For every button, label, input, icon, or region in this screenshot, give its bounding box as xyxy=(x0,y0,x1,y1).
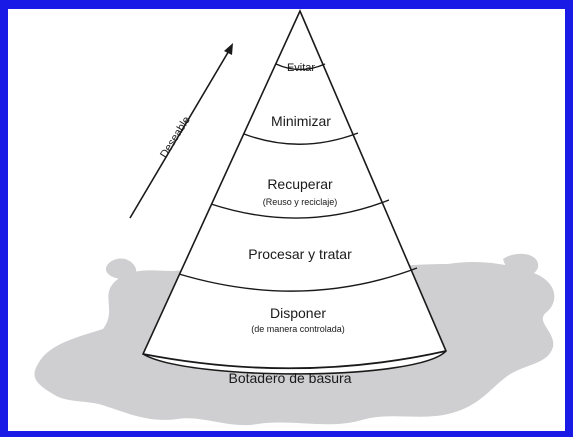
level-separator-1 xyxy=(275,63,326,71)
desirability-arrow xyxy=(129,43,233,219)
arrow-head-icon xyxy=(224,43,233,55)
level-label-evitar: Evitar xyxy=(287,62,315,74)
cone-base-curve xyxy=(142,350,447,370)
puddle-splash-right xyxy=(503,253,539,277)
puddle-splash-left xyxy=(105,258,137,279)
level-separator-3 xyxy=(210,199,390,219)
diagram-canvas: Evitar Minimizar Recuperar (Reuso y reci… xyxy=(8,9,565,431)
level-sublabel-disponer: (de manera controlada) xyxy=(251,324,345,334)
level-label-disponer: Disponer xyxy=(270,305,326,321)
level-label-procesar: Procesar y tratar xyxy=(248,246,352,262)
level-sublabel-recuperar: (Reuso y reciclaje) xyxy=(263,197,338,207)
waste-hierarchy-diagram: Evitar Minimizar Recuperar (Reuso y reci… xyxy=(34,9,555,426)
base-label: Botadero de basura xyxy=(229,370,352,386)
level-separator-2 xyxy=(243,132,359,145)
level-label-recuperar: Recuperar xyxy=(267,176,333,192)
arrow-label: Deseable xyxy=(158,115,193,161)
level-separator-4 xyxy=(178,267,418,292)
level-label-minimizar: Minimizar xyxy=(271,113,331,129)
